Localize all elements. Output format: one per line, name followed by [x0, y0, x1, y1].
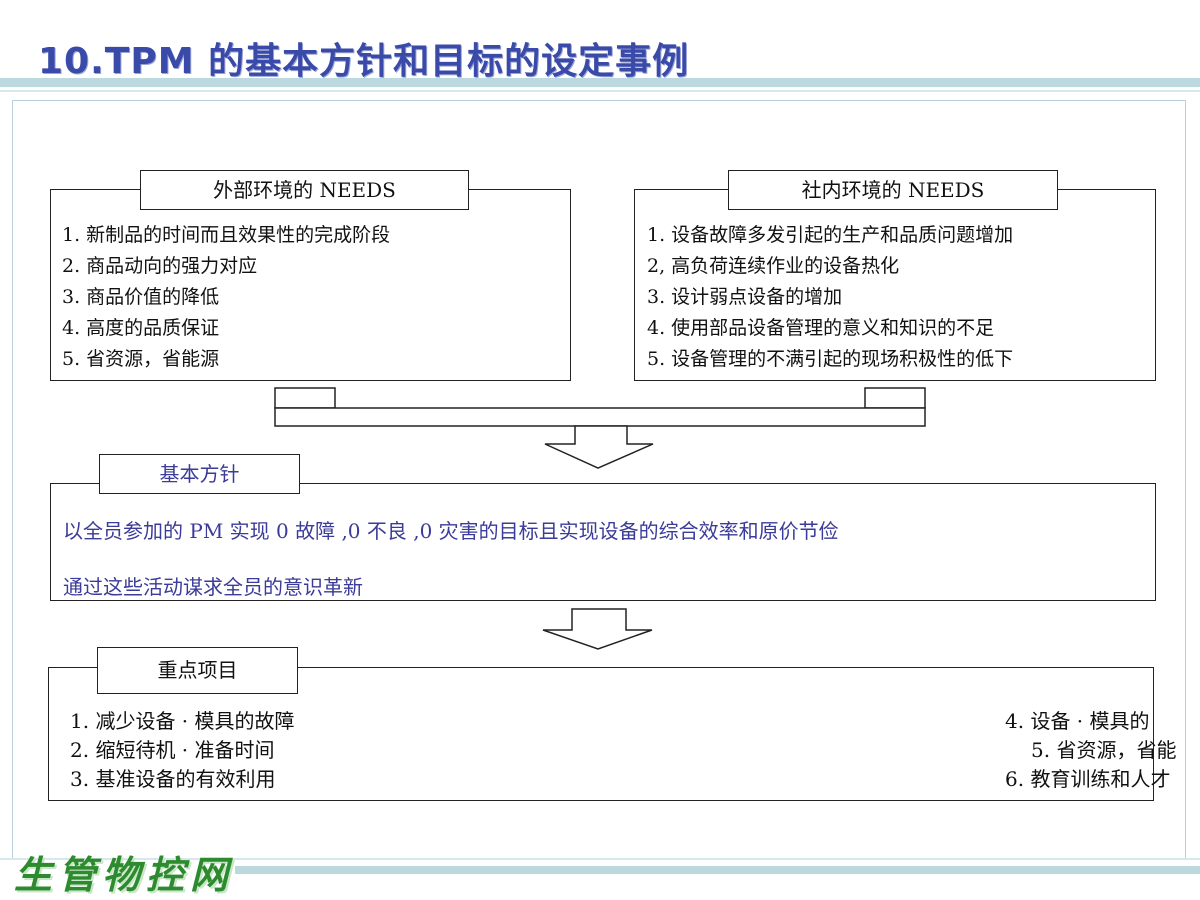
internal-needs-box [634, 189, 1156, 381]
policy-line-2: 通过这些活动谋求全员的意识革新 [63, 575, 363, 599]
policy-box [50, 483, 1156, 601]
footer-rule [235, 866, 1200, 874]
internal-needs-heading: 社内环境的 NEEDS [728, 170, 1058, 210]
focus-left-list: 1. 减少设备 · 模具的故障 2. 缩短待机 · 准备时间 3. 基准设备的有… [70, 707, 295, 794]
external-needs-heading: 外部环境的 NEEDS [140, 170, 469, 210]
footer-rule-thin [0, 858, 1200, 860]
internal-needs-list: 1. 设备故障多发引起的生产和品质问题增加 2, 高负荷连续作业的设备热化 3.… [647, 220, 1013, 375]
list-item: 2. 商品动向的强力对应 [62, 255, 258, 277]
flow-connectors [274, 387, 926, 650]
down-arrow-2 [542, 608, 653, 650]
focus-right-list: 4. 设备 · 模具的 5. 省资源，省能 6. 教育训练和人才 [1005, 707, 1200, 797]
list-item: 5. 省资源，省能源 [62, 348, 220, 370]
list-item: 3. 商品价值的降低 [62, 286, 220, 308]
list-item: 2. 缩短待机 · 准备时间 [70, 738, 275, 762]
list-item: 3. 设计弱点设备的增加 [647, 286, 843, 308]
policy-heading: 基本方针 [99, 454, 300, 494]
list-item: 1. 新制品的时间而且效果性的完成阶段 [62, 224, 391, 246]
external-needs-list: 1. 新制品的时间而且效果性的完成阶段 2. 商品动向的强力对应 3. 商品价值… [62, 220, 390, 375]
list-item: 2, 高负荷连续作业的设备热化 [647, 255, 900, 277]
list-item: 1. 设备故障多发引起的生产和品质问题增加 [647, 224, 1014, 246]
bracket-right-stub [864, 387, 926, 409]
bracket-left-stub [274, 387, 336, 409]
slide-title: 10.TPM 的基本方针和目标的设定事例 [38, 41, 690, 82]
merge-bar [274, 407, 926, 427]
list-item: 6. 教育训练和人才 [1005, 767, 1171, 791]
title-rule [0, 78, 1200, 87]
focus-heading: 重点项目 [97, 647, 298, 694]
list-item: 4. 使用部品设备管理的意义和知识的不足 [647, 317, 995, 339]
down-arrow-1 [544, 425, 654, 469]
list-item: 1. 减少设备 · 模具的故障 [70, 709, 295, 733]
list-item: 4. 高度的品质保证 [62, 317, 220, 339]
title-rule-thin [0, 90, 1200, 92]
list-item: 3. 基准设备的有效利用 [70, 767, 276, 791]
list-item: 5. 省资源，省能 [1031, 738, 1177, 762]
list-item: 5. 设备管理的不满引起的现场积极性的低下 [647, 348, 1014, 370]
policy-line-1: 以全员参加的 PM 实现 0 故障 ,0 不良 ,0 灾害的目标且实现设备的综合… [63, 519, 839, 543]
site-logo: 生管物控网 [14, 853, 235, 897]
list-item: 4. 设备 · 模具的 [1005, 709, 1150, 733]
external-needs-box [50, 189, 571, 381]
